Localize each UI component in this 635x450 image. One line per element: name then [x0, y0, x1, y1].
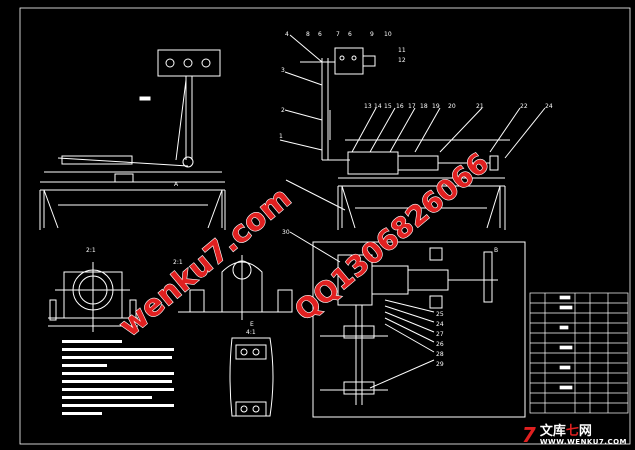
logo-text: 文库七网 WWW.WENKU7.COM: [540, 425, 627, 446]
label-25: 25: [436, 311, 444, 318]
label-19: 19: [432, 103, 440, 110]
logo-mark: 7: [521, 423, 536, 447]
label-7: 7: [336, 31, 340, 38]
site-logo: 7 文库七网 WWW.WENKU7.COM: [522, 424, 627, 446]
label-24-top: 24: [545, 103, 553, 110]
top-view: [289, 231, 526, 418]
bearing-housing-side-view: [178, 255, 293, 320]
label-10: 10: [384, 31, 392, 38]
view-e-label: E: [250, 321, 254, 328]
label-11: 11: [398, 47, 406, 54]
label-9: 9: [370, 31, 374, 38]
logo-url: WWW.WENKU7.COM: [539, 437, 627, 446]
view-a-label: A: [174, 181, 179, 188]
label-17: 17: [408, 103, 416, 110]
label-28: 28: [436, 351, 444, 358]
label-15: 15: [384, 103, 392, 110]
label-12: 12: [398, 57, 406, 64]
watermark-qq: QQ1306826066: [288, 146, 495, 327]
letter-b-label: B: [494, 247, 498, 254]
logo-name-seven: 七: [565, 423, 579, 439]
label-30: 30: [282, 229, 290, 236]
logo-name-a: 文库: [539, 423, 566, 439]
left-assembly-view: [39, 49, 226, 230]
label-20: 20: [448, 103, 456, 110]
label-24-bottom: 24: [436, 321, 444, 328]
label-21: 21: [476, 103, 484, 110]
scale-label-detail: 4:1: [246, 329, 256, 336]
label-13: 13: [364, 103, 372, 110]
technical-requirements-block: [62, 340, 174, 415]
detail-e-view: [229, 337, 274, 417]
scale-label-side: 2:1: [173, 259, 183, 266]
label-2: 2: [281, 107, 285, 114]
label-3: 3: [281, 67, 285, 74]
logo-name: 文库七网: [540, 425, 627, 438]
label-6b: 6: [348, 31, 352, 38]
label-26: 26: [436, 341, 444, 348]
label-16: 16: [396, 103, 404, 110]
label-18: 18: [420, 103, 428, 110]
label-29: 29: [436, 361, 444, 368]
right-assembly-view: [279, 34, 546, 230]
label-4: 4: [285, 31, 289, 38]
bearing-housing-front-view: [48, 262, 138, 332]
part-number-labels: 4 8 6 7 6 9 10 11 12 3 2 1 13 14 15 16 1…: [86, 31, 553, 368]
drawing-border: [19, 7, 631, 445]
scale-label-front: 2:1: [86, 247, 96, 254]
label-6a: 6: [318, 31, 322, 38]
logo-name-b: 网: [578, 423, 592, 439]
label-22: 22: [520, 103, 528, 110]
label-14: 14: [374, 103, 382, 110]
label-1: 1: [279, 133, 283, 140]
parts-list-table: [529, 292, 629, 414]
label-8: 8: [306, 31, 310, 38]
label-27: 27: [436, 331, 444, 338]
